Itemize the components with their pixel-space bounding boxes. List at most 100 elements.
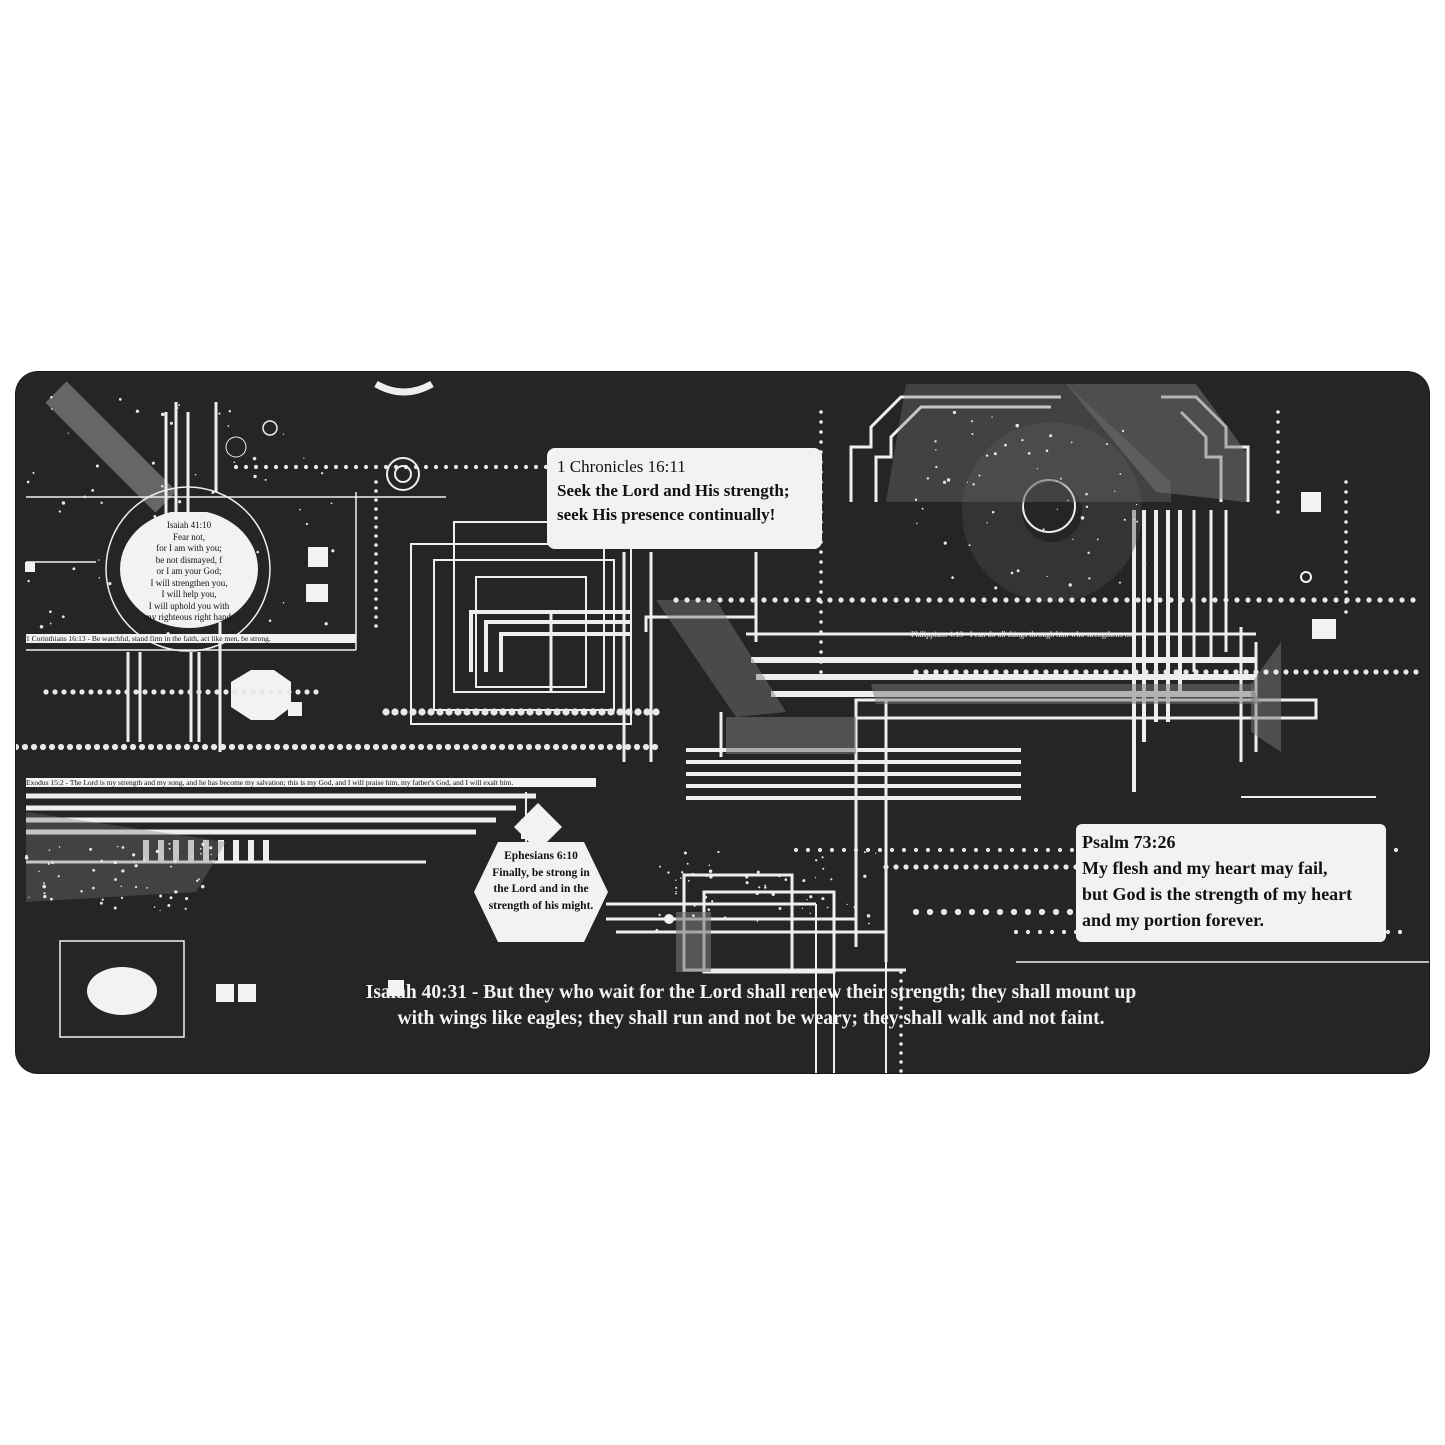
decor-speck	[168, 847, 171, 850]
decor-dot	[819, 640, 823, 644]
decor-speck	[978, 474, 981, 477]
decor-speck	[951, 576, 954, 579]
decor-dot	[943, 864, 949, 870]
decor-dot	[1373, 669, 1379, 675]
decor-dot	[805, 847, 811, 853]
decor-speck	[658, 913, 661, 917]
decor-dot	[192, 743, 200, 751]
decor-dot	[940, 908, 948, 916]
decor-speck	[120, 896, 124, 899]
decor-dot	[111, 743, 119, 751]
decor-dot	[1037, 929, 1043, 935]
decor-dot	[1033, 864, 1039, 870]
decor-speck	[194, 473, 197, 476]
decor-speck	[723, 916, 728, 921]
decor-dot	[1344, 570, 1348, 574]
decor-dot	[1253, 669, 1259, 675]
decor-speck	[680, 877, 682, 879]
decor-speck	[135, 409, 140, 413]
decor-dot	[1234, 597, 1240, 603]
decor-dot	[899, 970, 903, 974]
decor-dot	[1163, 669, 1169, 675]
decor-dot	[508, 708, 516, 716]
decor-dot	[472, 708, 480, 716]
decor-dot	[1103, 669, 1109, 675]
decor-dot	[1053, 864, 1059, 870]
decor-speck	[916, 522, 918, 525]
decor-dot	[761, 597, 767, 603]
decor-dot	[481, 708, 489, 716]
decor-dot	[1047, 597, 1053, 603]
decor-dot	[309, 743, 317, 751]
decor-dot	[374, 489, 378, 493]
decor-speck	[132, 853, 136, 857]
chronicles-verse-box: 1 Chronicles 16:11 Seek the Lord and His…	[547, 448, 822, 549]
decor-dot	[1212, 597, 1218, 603]
decor-dot	[445, 708, 453, 716]
decor-dot	[493, 464, 499, 470]
philippians-text: Philippians 4:13 - I can do all things t…	[911, 630, 1137, 639]
decor-speck	[991, 510, 995, 514]
decor-dot	[295, 689, 301, 695]
decor-speck	[1113, 490, 1116, 493]
decor-speck	[50, 396, 53, 399]
decor-dot	[819, 660, 823, 664]
decor-dot	[1135, 597, 1141, 603]
decor-speck	[704, 895, 708, 899]
decor-dot	[471, 743, 479, 751]
isaiah-41-10-line: or I am your God;	[156, 566, 222, 576]
decor-dot	[827, 597, 833, 603]
decor-dot	[819, 670, 823, 674]
decor-speck	[687, 879, 690, 882]
decor-speck	[303, 457, 305, 459]
decor-dot	[1201, 597, 1207, 603]
decor-dot	[30, 743, 38, 751]
decor-speck	[330, 502, 333, 505]
decor-dot	[353, 464, 359, 470]
decor-dot	[1403, 669, 1409, 675]
decor-speck	[168, 842, 171, 845]
decor-dot	[517, 708, 525, 716]
decor-speck	[755, 891, 759, 895]
decor-speck	[199, 847, 202, 850]
decor-dot	[1113, 597, 1119, 603]
decor-speck	[764, 884, 767, 887]
decor-dot	[246, 743, 254, 751]
decor-dot	[435, 743, 443, 751]
decor-dot	[363, 743, 371, 751]
decor-speck	[972, 483, 975, 486]
decor-dot	[381, 743, 389, 751]
decor-dot	[819, 440, 823, 444]
decor-dot	[293, 464, 299, 470]
decor-speck	[705, 875, 708, 878]
decor-dot	[273, 743, 281, 751]
decor-speck	[1067, 499, 1069, 502]
isaiah-40-31-line-1: Isaiah 40:31 - But they who wait for the…	[365, 982, 1137, 1003]
decor-speck	[1088, 577, 1091, 580]
decor-speck	[1045, 449, 1049, 453]
decor-dot	[1003, 669, 1009, 675]
decor-dot	[1333, 669, 1339, 675]
decor-dot	[196, 689, 202, 695]
decor-speck	[968, 544, 971, 547]
decor-dot	[949, 847, 955, 853]
decor-speck	[200, 884, 205, 889]
decor-dot	[533, 464, 539, 470]
decor-speck	[43, 882, 45, 885]
decor-speck	[778, 907, 782, 910]
decor-speck	[764, 886, 767, 889]
decor-dot	[84, 743, 92, 751]
isaiah-40-31-line-2: with wings like eagles; they shall run a…	[397, 1008, 1105, 1029]
decor-dot	[819, 550, 823, 554]
chronicles-line-1: Seek the Lord and His strength;	[557, 481, 790, 500]
decor-dot	[160, 689, 166, 695]
decor-dot	[933, 864, 939, 870]
decor-dot	[588, 743, 596, 751]
decor-speck	[675, 886, 678, 889]
decor-dot	[904, 597, 910, 603]
decor-speck	[98, 559, 100, 561]
decor-dot	[237, 743, 245, 751]
decor-dot	[1385, 929, 1391, 935]
decor-dot	[436, 708, 444, 716]
decor-dot	[138, 743, 146, 751]
